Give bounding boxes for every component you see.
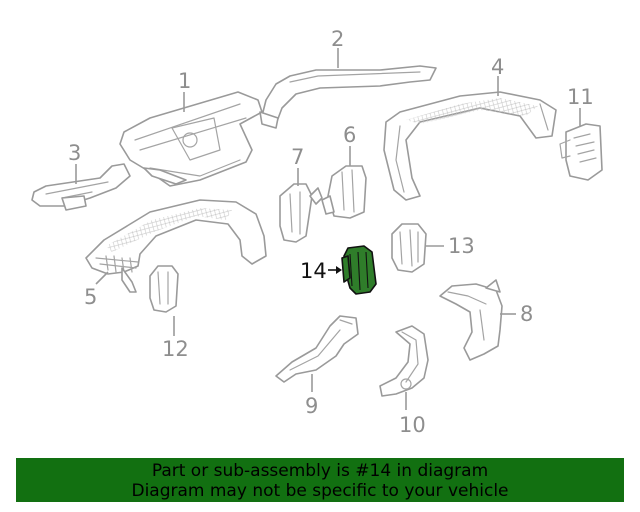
- part-3-left-duct[interactable]: [31, 163, 131, 211]
- callout-13: 13: [448, 234, 475, 258]
- callout-9: 9: [305, 394, 318, 418]
- callout-8: 8: [520, 302, 533, 326]
- part-13-side-vent[interactable]: [391, 223, 427, 273]
- banner-line-2: Diagram may not be specific to your vehi…: [131, 481, 509, 501]
- part-7-small-duct[interactable]: [279, 183, 323, 243]
- callout-10: 10: [399, 413, 426, 437]
- callout-11: 11: [567, 85, 594, 109]
- part-12-small-vent[interactable]: [149, 265, 179, 313]
- leader-lines: [75, 48, 581, 410]
- callout-5: 5: [84, 285, 97, 309]
- callout-12: 12: [162, 337, 189, 361]
- part-2-upper-duct[interactable]: [259, 65, 437, 129]
- info-banner: Part or sub-assembly is #14 in diagram D…: [16, 458, 624, 502]
- part-8-curved-duct[interactable]: [439, 279, 503, 361]
- callout-14: 14: [300, 259, 327, 283]
- part-10-lower-bracket[interactable]: [379, 325, 429, 397]
- callout-3: 3: [68, 141, 81, 165]
- callout-1: 1: [178, 69, 191, 93]
- banner-line-1: Part or sub-assembly is #14 in diagram: [151, 461, 489, 481]
- callout-2: 2: [331, 27, 344, 51]
- callout-labels: 1 2 3 4 5 6 7 8 9 10 11 12 13 14: [68, 27, 594, 437]
- callout-7: 7: [291, 145, 304, 169]
- part-4-right-duct[interactable]: [383, 91, 557, 201]
- part-9-lower-duct[interactable]: [275, 315, 359, 383]
- part-5-lower-duct[interactable]: [85, 199, 267, 293]
- callout-6: 6: [343, 123, 356, 147]
- callout-4: 4: [491, 55, 504, 79]
- part-14-highlighted-vent[interactable]: [341, 245, 377, 295]
- part-1-defroster-duct[interactable]: [119, 91, 263, 187]
- part-6-vertical-duct[interactable]: [321, 165, 367, 219]
- part-11-right-vent[interactable]: [559, 123, 603, 181]
